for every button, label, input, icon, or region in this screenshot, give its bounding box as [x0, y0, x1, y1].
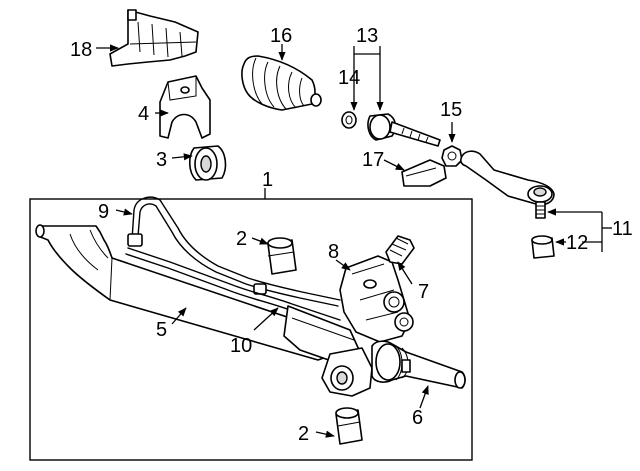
part-8-valve-body	[339, 255, 414, 343]
callout-13: 13	[356, 25, 378, 47]
callout-18: 18	[70, 39, 92, 61]
part-4-bracket	[159, 75, 211, 139]
callout-3: 3	[156, 149, 167, 171]
part-2-mount-bushing-bottom	[335, 407, 363, 445]
callout-16: 16	[270, 25, 292, 47]
callout-4: 4	[138, 103, 149, 125]
part-15-nut	[441, 145, 463, 167]
part-18-shield	[109, 9, 199, 67]
part-17-plate	[401, 159, 447, 187]
callout-1: 1	[262, 169, 273, 191]
callout-14: 14	[338, 67, 360, 89]
callout-11: 11	[612, 218, 633, 240]
rack-lower-housing	[283, 305, 373, 397]
part-16-boot	[241, 55, 322, 111]
callout-5: 5	[156, 319, 167, 341]
callout-17: 17	[362, 149, 384, 171]
part-2-mount-bushing-top	[267, 237, 297, 275]
part-7-pinion-shaft	[385, 235, 415, 265]
callout-12: 12	[566, 232, 588, 254]
assembly-box	[29, 198, 473, 461]
callout-15: 15	[440, 99, 462, 121]
callout-7: 7	[418, 281, 429, 303]
part-12-dust-boot	[531, 235, 555, 259]
part-5-rack-housing	[35, 224, 341, 361]
callout-8: 8	[328, 241, 339, 263]
part-3-bushing	[188, 145, 227, 181]
part-9-fluid-line	[127, 196, 341, 307]
callout-2-bottom: 2	[298, 423, 309, 445]
callout-6: 6	[412, 407, 423, 429]
callout-9: 9	[98, 201, 109, 223]
part-6-rack-end	[371, 340, 466, 389]
callout-2-top: 2	[236, 228, 247, 250]
part-13-inner-tie-rod	[367, 113, 441, 147]
part-11-tie-rod-end	[460, 150, 555, 219]
part-14-washer	[341, 111, 357, 129]
callout-10: 10	[230, 335, 252, 357]
